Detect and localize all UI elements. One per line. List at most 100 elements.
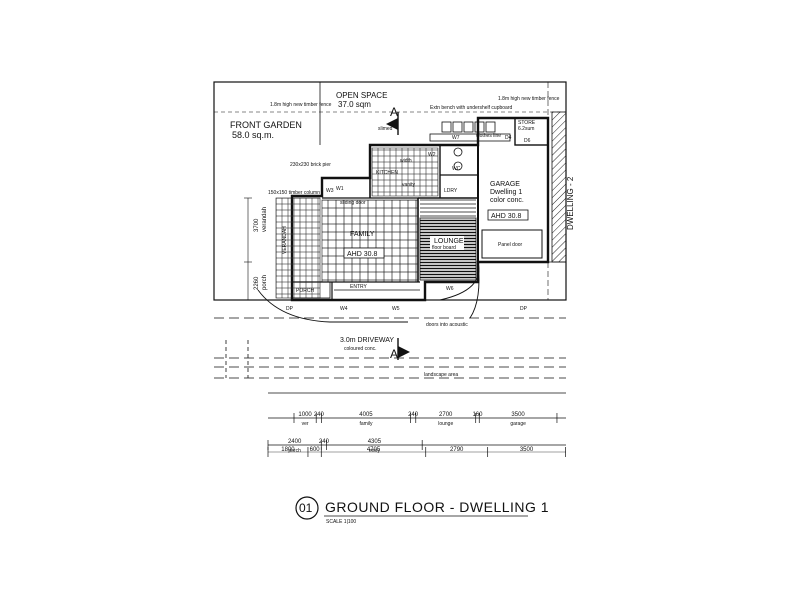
acoustic-note: doors into acoustic bbox=[426, 322, 468, 328]
dim-2260-label: 2260 bbox=[254, 276, 260, 290]
drawing-number-circle bbox=[295, 496, 319, 520]
dimension-ticks bbox=[267, 413, 566, 457]
front-garden-area: 58.0 sq.m. bbox=[232, 130, 274, 140]
drawing-scale: SCALE 1|100 bbox=[326, 519, 356, 525]
tag-w6: W6 bbox=[446, 286, 454, 292]
dimension-value: 160 bbox=[472, 412, 483, 418]
vanity-note: vanity bbox=[402, 182, 416, 188]
dimension-value: 4005 bbox=[359, 412, 373, 418]
open-space-label: OPEN SPACE bbox=[336, 91, 387, 100]
verandah-label: VERANDAH bbox=[282, 226, 288, 254]
lounge-finish: floor board bbox=[432, 245, 456, 251]
step-lines bbox=[420, 199, 476, 217]
dimension-room-label: family bbox=[359, 421, 373, 427]
tag-w1: W1 bbox=[336, 186, 344, 192]
fence-right-note: 1.8m high new timber fence bbox=[498, 96, 560, 102]
family-ahd: AHD 30.8 bbox=[347, 251, 377, 258]
dimension-room-label: ver bbox=[302, 421, 309, 427]
store-area: 6.2sum bbox=[518, 126, 534, 132]
bench-note: Extn bench with undershelf cupboard bbox=[430, 105, 512, 111]
drawing-title: GROUND FLOOR - DWELLING 1 bbox=[325, 499, 549, 515]
section-a-label-top: A bbox=[390, 105, 398, 119]
open-space-area: 37.0 sqm bbox=[338, 100, 371, 109]
panel-door bbox=[481, 229, 543, 259]
dwelling-2-wall bbox=[548, 111, 567, 263]
dimension-value: 2400 bbox=[288, 439, 302, 445]
dimension-value: 1800 bbox=[281, 447, 295, 453]
porch-vertical-label: porch bbox=[262, 275, 268, 290]
tag-w2: W2 bbox=[428, 152, 436, 158]
porch-label: PORCH bbox=[296, 288, 314, 294]
garage-finish: color conc. bbox=[490, 197, 524, 204]
tag-w7: W7 bbox=[452, 135, 460, 141]
dimension-value: 600 bbox=[310, 447, 321, 453]
dimension-value: 240 bbox=[408, 412, 419, 418]
sliding-door-note: sliding door bbox=[340, 200, 366, 206]
dimension-value: 240 bbox=[319, 439, 330, 445]
fence-left-note: 1.8m high new timber fence bbox=[270, 102, 332, 108]
section-marker-top: A bbox=[386, 105, 399, 135]
entry-label: ENTRY bbox=[350, 284, 368, 290]
section-marker-bottom: A bbox=[390, 338, 410, 361]
tag-w5: W5 bbox=[392, 306, 400, 312]
title-block: 01 GROUND FLOOR - DWELLING 1 SCALE 1|100 bbox=[295, 496, 549, 525]
bench-cupboards bbox=[429, 121, 511, 171]
garage-sub-label: Dwelling 1 bbox=[490, 189, 522, 196]
garage-label: GARAGE bbox=[490, 181, 520, 188]
side-dim-labels: 3700 verandah 2260 porch bbox=[254, 207, 268, 290]
porch-rail bbox=[291, 281, 420, 299]
side-dimensions bbox=[244, 197, 252, 301]
dimension-room-label: entry bbox=[369, 448, 381, 454]
width-note: width bbox=[400, 158, 412, 164]
landscape-label: landscape area bbox=[424, 372, 458, 378]
drawing-number: 01 bbox=[299, 501, 313, 515]
garage-ahd: AHD 30.8 bbox=[491, 213, 521, 220]
dimension-value: 2790 bbox=[450, 447, 464, 453]
panel-door-label: Panel door bbox=[498, 242, 523, 248]
brick-pier-note: 230x230 brick pier bbox=[290, 162, 331, 168]
dimension-value: 240 bbox=[314, 412, 325, 418]
wc-label: WC bbox=[452, 166, 461, 172]
front-garden-label: FRONT GARDEN bbox=[230, 120, 302, 130]
dimension-value: 2700 bbox=[439, 412, 453, 418]
family-label: FAMILY bbox=[350, 231, 375, 238]
section-a-label-bottom: A bbox=[390, 347, 398, 361]
dimension-value: 1000 bbox=[298, 412, 312, 418]
dimension-room-label: lounge bbox=[438, 421, 453, 427]
dimension-value: 4705 bbox=[367, 447, 381, 453]
window-door-tags: W1 W2 W3 W4 W5 W6 W7 D4 D6 bbox=[326, 135, 531, 312]
lounge-label: LOUNGE bbox=[434, 238, 464, 245]
verandah-tile-floor bbox=[275, 197, 321, 299]
curved-paths bbox=[257, 261, 480, 323]
dimension-values: 1000 ver 240 4005 family 240 2700 lounge 160 3500… bbox=[281, 412, 534, 454]
timber-column-note: 150x150 timber column bbox=[268, 190, 320, 196]
kitchen-label: KITCHEN bbox=[376, 170, 398, 176]
dimension-lines bbox=[268, 392, 566, 453]
dwelling-2-label: DWELLING - 2 bbox=[566, 176, 575, 230]
verandah-vertical-label: verandah bbox=[262, 207, 268, 232]
dim-3700-label: 3700 bbox=[254, 218, 260, 232]
tag-d6: D6 bbox=[524, 138, 531, 144]
driveway-finish: coloured conc. bbox=[344, 346, 377, 352]
clothes-line-note: clothes line bbox=[476, 133, 501, 139]
dimension-room-label: porch bbox=[288, 448, 301, 454]
dimension-value: 4305 bbox=[368, 439, 382, 445]
dp-note-2: DP bbox=[520, 306, 528, 312]
store-label: STORE bbox=[518, 120, 536, 126]
tag-w4: W4 bbox=[340, 306, 348, 312]
dimension-room-label: garage bbox=[510, 421, 526, 427]
tag-d4: D4 bbox=[505, 135, 512, 141]
laundry-label: LDRY bbox=[444, 188, 458, 194]
dimension-value: 3500 bbox=[520, 447, 534, 453]
annotation-notes: 1.8m high new timber fence 1.8m high new… bbox=[268, 96, 560, 328]
dimension-value: 3500 bbox=[511, 412, 525, 418]
kitchen-tile-floor bbox=[371, 147, 439, 197]
family-tile-floor bbox=[321, 199, 419, 283]
room-labels: FRONT GARDEN 58.0 sq.m. OPEN SPACE 37.0 … bbox=[230, 91, 575, 378]
tag-w3: W3 bbox=[326, 188, 334, 194]
dp-note-1: DP bbox=[286, 306, 294, 312]
street-lines bbox=[214, 317, 566, 379]
shed-note: slimed bbox=[378, 126, 393, 132]
driveway-label: 3.0m DRIVEWAY bbox=[340, 337, 394, 344]
